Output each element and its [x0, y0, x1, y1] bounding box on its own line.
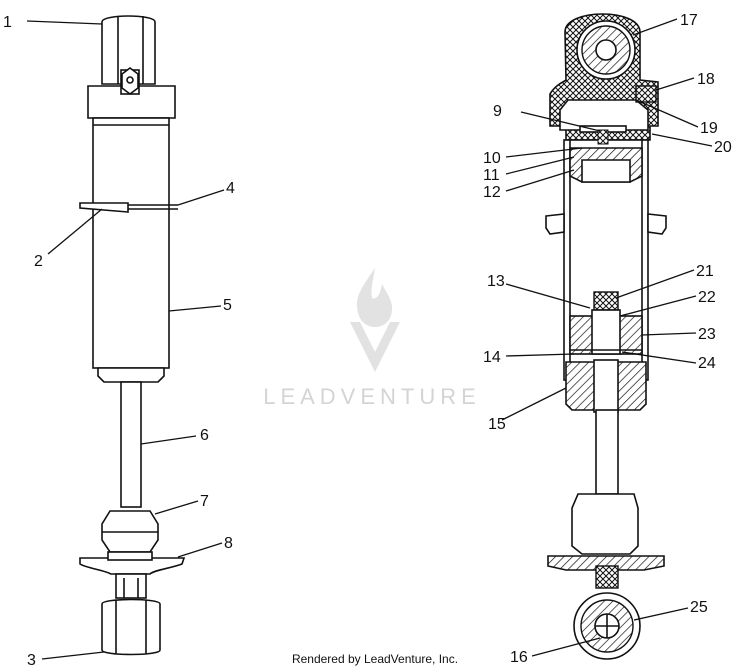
callout-14: 14	[483, 349, 501, 366]
watermark-text: LEADVENTURE	[263, 384, 481, 409]
credit-line: Rendered by LeadVenture, Inc.	[291, 652, 459, 666]
callout-24: 24	[698, 355, 716, 372]
watermark: LEADVENTURE	[263, 268, 481, 409]
callout-1: 1	[3, 14, 12, 31]
callout-5: 5	[223, 297, 232, 314]
callout-17: 17	[680, 12, 698, 29]
callout-9: 9	[493, 103, 502, 120]
callout-16: 16	[510, 649, 528, 666]
shock-cutaway-view	[545, 13, 667, 660]
callout-23: 23	[698, 326, 716, 343]
callout-6: 6	[200, 427, 209, 444]
callout-18: 18	[697, 71, 715, 88]
callout-10: 10	[483, 150, 501, 167]
callout-labels: 1 2 3 4 5 6 7 8 9 10 11 12 13 14 15 16 1…	[3, 12, 732, 669]
callout-2: 2	[34, 253, 43, 270]
callout-25: 25	[690, 599, 708, 616]
callout-8: 8	[224, 535, 233, 552]
leader-lines	[26, 18, 713, 660]
callout-21: 21	[696, 263, 714, 280]
shock-exterior-view	[79, 15, 186, 656]
callout-15: 15	[488, 416, 506, 433]
callout-22: 22	[698, 289, 716, 306]
callout-20: 20	[714, 139, 732, 156]
callout-3: 3	[27, 652, 36, 669]
callout-4: 4	[226, 180, 235, 197]
callout-12: 12	[483, 184, 501, 201]
callout-19: 19	[700, 120, 718, 137]
callout-11: 11	[483, 167, 500, 184]
callout-7: 7	[200, 493, 209, 510]
callout-13: 13	[487, 273, 505, 290]
